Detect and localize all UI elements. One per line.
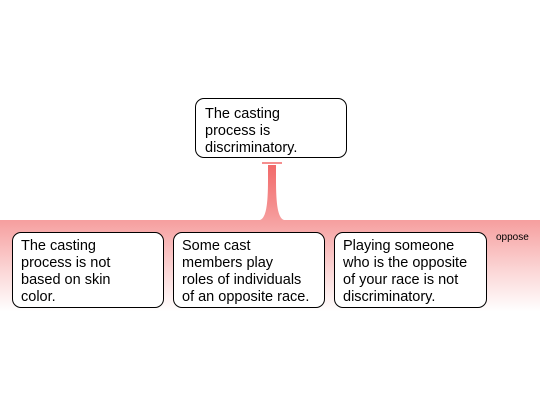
oppose-label: oppose <box>496 232 529 243</box>
premise-box-2[interactable]: Some cast members play roles of individu… <box>173 232 325 308</box>
claim-box[interactable]: The casting process is discriminatory. <box>195 98 347 158</box>
premise-box-1[interactable]: The casting process is not based on skin… <box>12 232 164 308</box>
premise-box-3[interactable]: Playing someone who is the opposite of y… <box>334 232 487 308</box>
